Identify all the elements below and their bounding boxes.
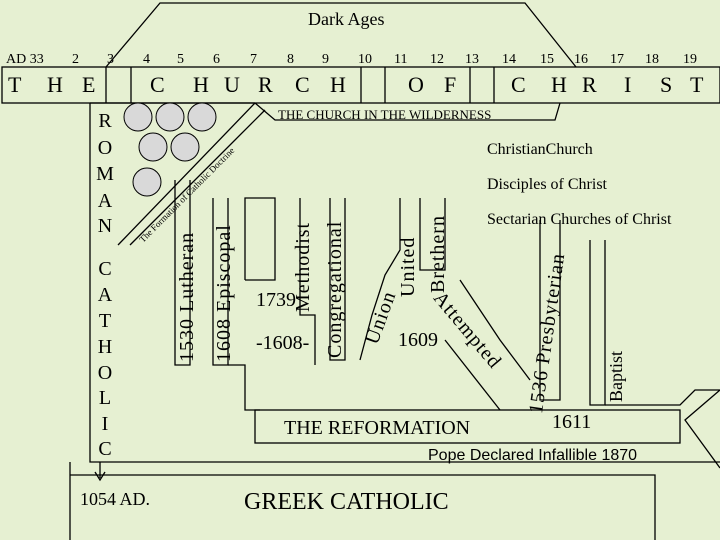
timeline-number: 5	[177, 52, 184, 67]
wilderness-banner	[254, 102, 561, 121]
dark-ages-label: Dark Ages	[308, 9, 385, 29]
timeline-number: 6	[213, 52, 220, 67]
methodist-label: Methodist	[292, 221, 314, 312]
sectarian-label: Sectarian Churches of Christ	[487, 211, 672, 228]
united-label: United	[397, 236, 419, 297]
timeline-number: 12	[430, 52, 444, 67]
banner-letter: H	[551, 72, 568, 97]
timeline-number: 3	[107, 52, 114, 67]
roman-catholic-letter: C	[98, 438, 112, 460]
roman-catholic-letter: L	[98, 387, 112, 409]
episcopal-label: 1608 Episcopal	[213, 224, 235, 362]
timeline-number: 11	[394, 52, 408, 67]
greek-catholic-label: GREEK CATHOLIC	[244, 489, 449, 515]
brethern-label: Brethern	[427, 215, 449, 293]
roman-catholic-box	[89, 103, 432, 463]
timeline-ad: AD 33	[6, 52, 44, 67]
timeline-number: 15	[540, 52, 554, 67]
banner-letter: C	[150, 72, 166, 97]
banner-letter: H	[47, 72, 64, 97]
split-year-label: 1054 AD.	[80, 489, 151, 509]
banner-letter: E	[82, 72, 97, 97]
banner-letter: T	[690, 72, 705, 97]
banner-letter: R	[258, 72, 274, 97]
timeline-number: 13	[465, 52, 479, 67]
banner-letter: F	[444, 72, 458, 97]
timeline-number: 8	[287, 52, 294, 67]
dark-ages-trapezoid	[105, 2, 577, 68]
banner-letter: H	[330, 72, 347, 97]
christian-church-label: ChristianChurch	[487, 141, 593, 158]
banner-letter: C	[511, 72, 527, 97]
roman-catholic-letter: A	[97, 190, 113, 212]
roman-catholic-letter: I	[101, 413, 109, 435]
timeline-number: 16	[574, 52, 588, 67]
timeline-number: 14	[502, 52, 516, 67]
banner-letter: O	[408, 72, 425, 97]
roman-catholic-letter: O	[97, 137, 113, 159]
banner-letter: T	[8, 72, 23, 97]
banner-letter: H	[193, 72, 210, 97]
timeline-number: 18	[645, 52, 659, 67]
attempted-year: 1609	[398, 329, 438, 351]
timeline-number: 17	[610, 52, 624, 67]
pope-label: Pope Declared Infallible 1870	[428, 447, 638, 464]
timeline-number: 19	[683, 52, 697, 67]
wilderness-label: THE CHURCH IN THE WILDERNESS	[278, 107, 492, 122]
roman-catholic-letter: C	[98, 258, 112, 280]
roman-catholic-letter: O	[97, 362, 113, 384]
congregational-year: -1608-	[256, 332, 310, 354]
roman-catholic-letter: N	[97, 215, 113, 237]
right-arrow	[684, 389, 720, 469]
timeline-number: 2	[72, 52, 79, 67]
roman-catholic-letter: H	[97, 336, 113, 358]
baptist-label: Baptist	[606, 350, 626, 402]
methodist-year: 1739	[256, 289, 296, 311]
roman-catholic-letter: M	[96, 163, 114, 185]
timeline-number: 4	[143, 52, 150, 67]
banner-letter: U	[224, 72, 241, 97]
congregational-label: Congregational	[324, 220, 346, 358]
disciples-label: Disciples of Christ	[487, 176, 607, 193]
banner-letter: C	[295, 72, 311, 97]
doctrine-circles	[123, 102, 217, 197]
reformation-box	[254, 409, 681, 444]
banner-letter: S	[660, 72, 674, 97]
banner-letter: I	[624, 72, 633, 97]
lutheran-label: 1530 Lutheran	[176, 231, 198, 362]
baptist-year: 1611	[552, 411, 592, 433]
roman-catholic-letter: A	[97, 284, 113, 306]
roman-catholic-letter: R	[98, 110, 112, 132]
reformation-label: THE REFORMATION	[284, 417, 471, 439]
timeline-number: 7	[250, 52, 257, 67]
banner-letter: R	[582, 72, 598, 97]
timeline-number: 9	[322, 52, 329, 67]
roman-catholic-letter: T	[98, 310, 112, 332]
timeline-number: 10	[358, 52, 372, 67]
